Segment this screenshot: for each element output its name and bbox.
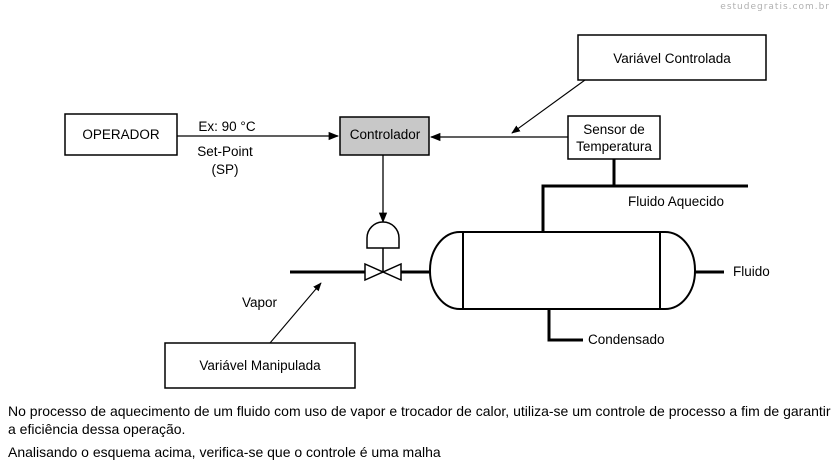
variavel-controlada-arrow xyxy=(511,79,586,134)
watermark: estudegratis.com.br xyxy=(720,2,830,12)
sensor-label-line2: Temperatura xyxy=(576,139,652,154)
variavel-manipulada-arrow xyxy=(269,282,322,344)
controlador-label: Controlador xyxy=(350,127,421,142)
fluido-label: Fluido xyxy=(733,264,770,279)
question-paragraph-1: No processo de aquecimento de um fluido … xyxy=(8,403,831,437)
process-control-diagram: OPERADOR Ex: 90 °C Set-Point (SP) Contro… xyxy=(64,34,770,389)
setpoint-abbrev: (SP) xyxy=(212,162,239,177)
operador-label: OPERADOR xyxy=(82,127,160,142)
condensado-line xyxy=(547,309,583,342)
question-text: No processo de aquecimento de um fluido … xyxy=(8,402,833,466)
valve-actuator xyxy=(366,221,400,249)
fluido-aquecido-label: Fluido Aquecido xyxy=(628,194,724,209)
heat-exchanger xyxy=(429,231,696,310)
variavel-manipulada-label: Variável Manipulada xyxy=(199,358,321,373)
sensor-label-line1: Sensor de xyxy=(583,122,645,137)
question-paragraph-2: Analisando o esquema acima, verifica-se … xyxy=(8,444,441,460)
variavel-manipulada-box xyxy=(164,342,356,389)
variavel-controlada-box xyxy=(577,34,767,81)
controlador-box xyxy=(339,116,430,156)
setpoint-label: Set-Point xyxy=(197,144,253,159)
condensado-label: Condensado xyxy=(588,332,665,347)
setpoint-value: Ex: 90 °C xyxy=(198,119,255,134)
fluido-aquecido-line xyxy=(541,184,748,232)
operador-box xyxy=(64,113,178,156)
control-valve xyxy=(364,262,402,282)
variavel-controlada-label: Variável Controlada xyxy=(613,51,731,66)
vapor-label: Vapor xyxy=(242,295,278,310)
sensor-box xyxy=(567,115,661,160)
